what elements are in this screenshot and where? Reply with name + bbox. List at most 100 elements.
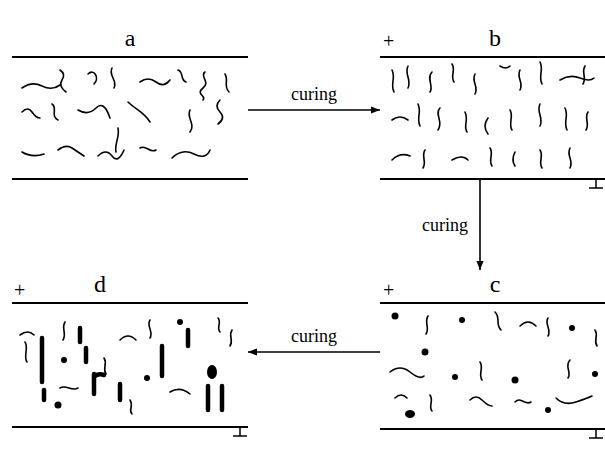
- panel-letter: b: [489, 24, 501, 52]
- drawing-part: [144, 375, 150, 381]
- electrode-panel: d: [12, 270, 248, 428]
- drawing-part: [120, 336, 136, 340]
- drawing-part: [392, 155, 410, 160]
- drawing-part: [423, 150, 425, 168]
- drawing-part: [595, 330, 597, 346]
- drawing-part: [206, 386, 211, 410]
- drawing-part: [58, 146, 84, 156]
- drawing-part: [569, 325, 575, 331]
- drawing-part: [560, 76, 594, 80]
- curing-arrow: [248, 109, 380, 111]
- drawing-part: [485, 118, 488, 134]
- drawing-part: [78, 328, 83, 342]
- curing-arrow: [248, 351, 380, 353]
- ground-symbols: [233, 178, 603, 438]
- drawing-part: [60, 70, 66, 92]
- drawing-part: [52, 104, 58, 120]
- drawing-part: [116, 128, 119, 152]
- drawing-part: [452, 157, 468, 160]
- drawing-part: [104, 358, 106, 374]
- drawing-part: [94, 374, 104, 394]
- fibers-d: [20, 318, 232, 414]
- drawing-part: [55, 402, 62, 409]
- process-label: curing: [420, 215, 470, 235]
- drawing-part: [512, 377, 519, 384]
- drawing-part: [390, 368, 424, 377]
- drawing-part: [592, 371, 598, 377]
- drawing-part: [160, 346, 165, 376]
- electrode-panel: b: [380, 24, 605, 180]
- drawing-part: [418, 104, 420, 126]
- drawing-part: [513, 152, 515, 166]
- drawing-part: [78, 106, 110, 118]
- electrode-plates: [380, 302, 605, 430]
- panel-letter: d: [94, 270, 106, 298]
- polarity-sign: +: [383, 30, 394, 52]
- drawing-part: [500, 66, 510, 68]
- drawing-part: [189, 110, 192, 132]
- drawing-part: [130, 400, 132, 414]
- drawing-part: [22, 109, 40, 118]
- drawing-part: [217, 100, 223, 124]
- panel-letter: c: [490, 270, 501, 298]
- drawing-part: [207, 365, 217, 379]
- drawing-part: [422, 349, 429, 356]
- drawing-part: [510, 110, 512, 130]
- drawing-part: [177, 319, 183, 325]
- drawing-part: [583, 66, 585, 84]
- drawing-part: [149, 320, 151, 338]
- drawing-part: [140, 79, 170, 85]
- particles-d: [55, 319, 218, 409]
- drawing-part: [22, 152, 44, 156]
- drawing-part: [495, 312, 501, 330]
- drawing-part: [480, 362, 482, 380]
- drawing-part: [430, 72, 432, 92]
- drawing-part: [170, 389, 190, 394]
- drawing-part: [128, 102, 150, 122]
- drawing-part: [452, 64, 454, 82]
- drawing-part: [459, 317, 465, 323]
- drawing-part: [178, 70, 186, 82]
- drawing-part: [61, 357, 67, 363]
- drawing-part: [515, 400, 531, 403]
- drawing-part: [140, 147, 156, 151]
- drawing-part: [520, 322, 536, 326]
- drawing-part: [490, 148, 492, 166]
- drawing-part: [392, 313, 399, 320]
- drawing-part: [540, 62, 542, 84]
- drawing-part: [407, 66, 409, 88]
- drawing-part: [465, 112, 467, 132]
- drawing-part: [568, 360, 570, 378]
- drawing-part: [84, 348, 89, 362]
- drawing-part: [547, 318, 549, 336]
- fibers-a: [22, 68, 229, 159]
- drawing-part: [20, 332, 34, 335]
- electrode-plates: [12, 56, 248, 180]
- drawing-part: [430, 395, 432, 411]
- drawing-part: [111, 68, 115, 88]
- electrode-panel: c: [380, 270, 605, 430]
- process-label: curing: [289, 84, 339, 104]
- drawing-part: [405, 410, 415, 418]
- drawing-part: [98, 150, 124, 159]
- aligned-bars-d: [42, 328, 222, 410]
- drawing-part: [118, 384, 123, 400]
- drawing-part: [22, 84, 60, 88]
- drawing-part: [392, 70, 394, 92]
- curing-arrow: [479, 180, 481, 270]
- drawing-part: [42, 390, 47, 400]
- electrode-plates: [12, 302, 248, 428]
- drawing-part: [438, 108, 440, 130]
- polarity-sign: +: [14, 279, 25, 301]
- drawing-part: [426, 316, 428, 334]
- drawing-part: [519, 70, 521, 90]
- drawing-part: [569, 148, 571, 168]
- drawing-part: [395, 395, 407, 398]
- drawing-part: [200, 72, 206, 100]
- panel-letter: a: [125, 24, 136, 52]
- electrode-panel: a: [12, 24, 248, 180]
- drawing-part: [220, 386, 225, 410]
- fibers-c: [390, 312, 597, 411]
- drawing-part: [586, 112, 588, 130]
